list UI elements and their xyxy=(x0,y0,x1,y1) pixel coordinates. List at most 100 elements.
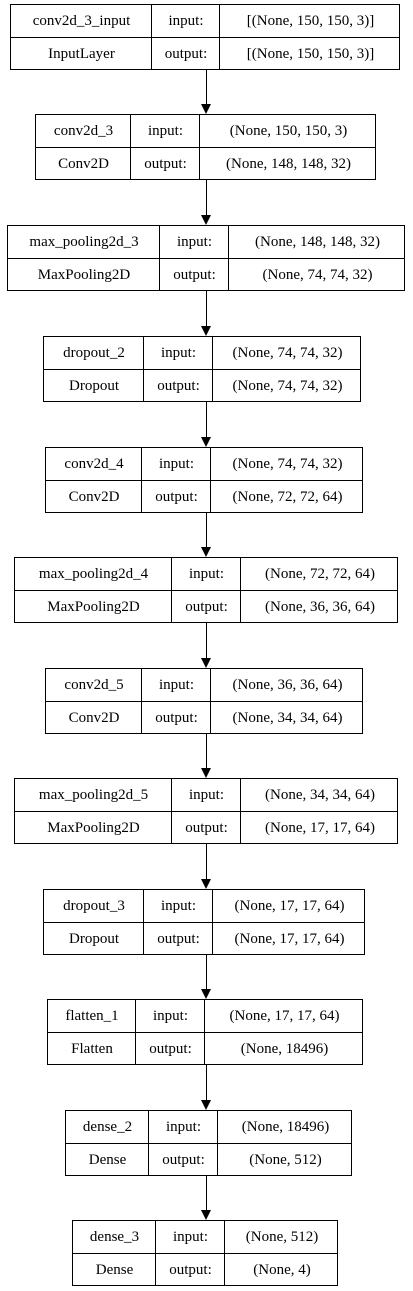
layer-name: dropout_2 xyxy=(63,345,125,361)
input-label: input: xyxy=(165,1119,201,1135)
input-label: input: xyxy=(176,234,212,250)
layer-type: Conv2D xyxy=(68,489,120,505)
input-label: input: xyxy=(168,13,204,29)
output-shape: (None, 512) xyxy=(249,1152,322,1168)
input-shape: (None, 148, 148, 32) xyxy=(255,234,380,250)
row-divider xyxy=(46,480,362,481)
layer-type: Dropout xyxy=(69,378,119,394)
edge-arrow-line xyxy=(206,513,207,547)
arrowhead-icon xyxy=(201,326,211,336)
edge-arrow-line xyxy=(206,955,207,989)
output-shape: (None, 17, 17, 64) xyxy=(234,931,345,947)
layer-name: max_pooling2d_4 xyxy=(38,566,149,582)
layer-name: dropout_3 xyxy=(63,898,125,914)
output-label: output: xyxy=(157,931,200,947)
input-label: input: xyxy=(158,677,194,693)
input-label: input: xyxy=(158,456,194,472)
row-divider xyxy=(46,701,362,702)
output-shape: (None, 72, 72, 64) xyxy=(232,489,343,505)
input-label: input: xyxy=(172,1229,208,1245)
edge-arrow-line xyxy=(206,402,207,437)
input-shape: (None, 36, 36, 64) xyxy=(232,677,343,693)
arrowhead-icon xyxy=(201,989,211,999)
layer-type: Conv2D xyxy=(58,156,109,172)
layer-type: MaxPooling2D xyxy=(47,820,140,836)
arrowhead-icon xyxy=(201,658,211,668)
layer-type: Dense xyxy=(88,1152,127,1168)
output-label: output: xyxy=(173,267,216,283)
arrowhead-icon xyxy=(201,879,211,889)
input-label: input: xyxy=(147,123,183,139)
layer-type: MaxPooling2D xyxy=(37,267,131,283)
arrowhead-icon xyxy=(201,1210,211,1220)
row-divider xyxy=(8,258,404,259)
row-divider xyxy=(44,922,364,923)
layer-name: dense_3 xyxy=(89,1229,140,1245)
edge-arrow-line xyxy=(206,844,207,879)
layer-type: Dropout xyxy=(69,931,119,947)
input-shape: (None, 34, 34, 64) xyxy=(265,787,375,803)
input-shape: (None, 17, 17, 64) xyxy=(234,898,345,914)
edge-arrow-line xyxy=(206,180,207,215)
arrowhead-icon xyxy=(201,437,211,447)
row-divider xyxy=(36,147,375,148)
output-label: output: xyxy=(155,489,198,505)
row-divider xyxy=(66,1143,351,1144)
layer-name: dense_2 xyxy=(82,1119,133,1135)
output-label: output: xyxy=(185,820,228,836)
input-shape: (None, 74, 74, 32) xyxy=(232,456,343,472)
row-divider xyxy=(48,1032,362,1033)
input-label: input: xyxy=(152,1008,188,1024)
layer-name: conv2d_3 xyxy=(53,123,114,139)
output-shape: (None, 148, 148, 32) xyxy=(226,156,351,172)
arrowhead-icon xyxy=(201,768,211,778)
output-label: output: xyxy=(164,46,208,62)
input-shape: (None, 74, 74, 32) xyxy=(232,345,343,361)
input-shape: (None, 18496) xyxy=(241,1119,330,1135)
output-shape: (None, 74, 74, 32) xyxy=(232,378,343,394)
output-label: output: xyxy=(149,1041,192,1057)
output-shape: (None, 17, 17, 64) xyxy=(265,820,375,836)
edge-arrow-line xyxy=(206,734,207,768)
output-shape: (None, 74, 74, 32) xyxy=(262,267,373,283)
arrowhead-icon xyxy=(201,104,211,114)
input-label: input: xyxy=(188,787,224,803)
edge-arrow-line xyxy=(206,1176,207,1210)
input-label: input: xyxy=(160,345,196,361)
row-divider xyxy=(11,37,399,38)
row-divider xyxy=(44,369,360,370)
row-divider xyxy=(73,1253,337,1254)
layer-name: conv2d_3_input xyxy=(32,13,131,29)
edge-arrow-line xyxy=(206,1065,207,1100)
arrowhead-icon xyxy=(201,547,211,557)
output-shape: (None, 36, 36, 64) xyxy=(265,599,375,615)
layer-type: Conv2D xyxy=(68,710,120,726)
output-shape: (None, 34, 34, 64) xyxy=(232,710,343,726)
layer-type: Flatten xyxy=(71,1041,113,1057)
edge-arrow-line xyxy=(206,291,207,326)
layer-name: flatten_1 xyxy=(65,1008,119,1024)
layer-name: max_pooling2d_5 xyxy=(38,787,149,803)
input-shape: (None, 17, 17, 64) xyxy=(229,1008,340,1024)
output-label: output: xyxy=(162,1152,205,1168)
output-shape: [(None, 150, 150, 3)] xyxy=(246,46,375,62)
output-label: output: xyxy=(155,710,198,726)
layer-type: InputLayer xyxy=(48,46,115,62)
output-label: output: xyxy=(144,156,187,172)
output-shape: (None, 4) xyxy=(253,1262,311,1278)
input-shape: [(None, 150, 150, 3)] xyxy=(246,13,375,29)
layer-type: MaxPooling2D xyxy=(47,599,140,615)
layer-type: Dense xyxy=(95,1262,134,1278)
